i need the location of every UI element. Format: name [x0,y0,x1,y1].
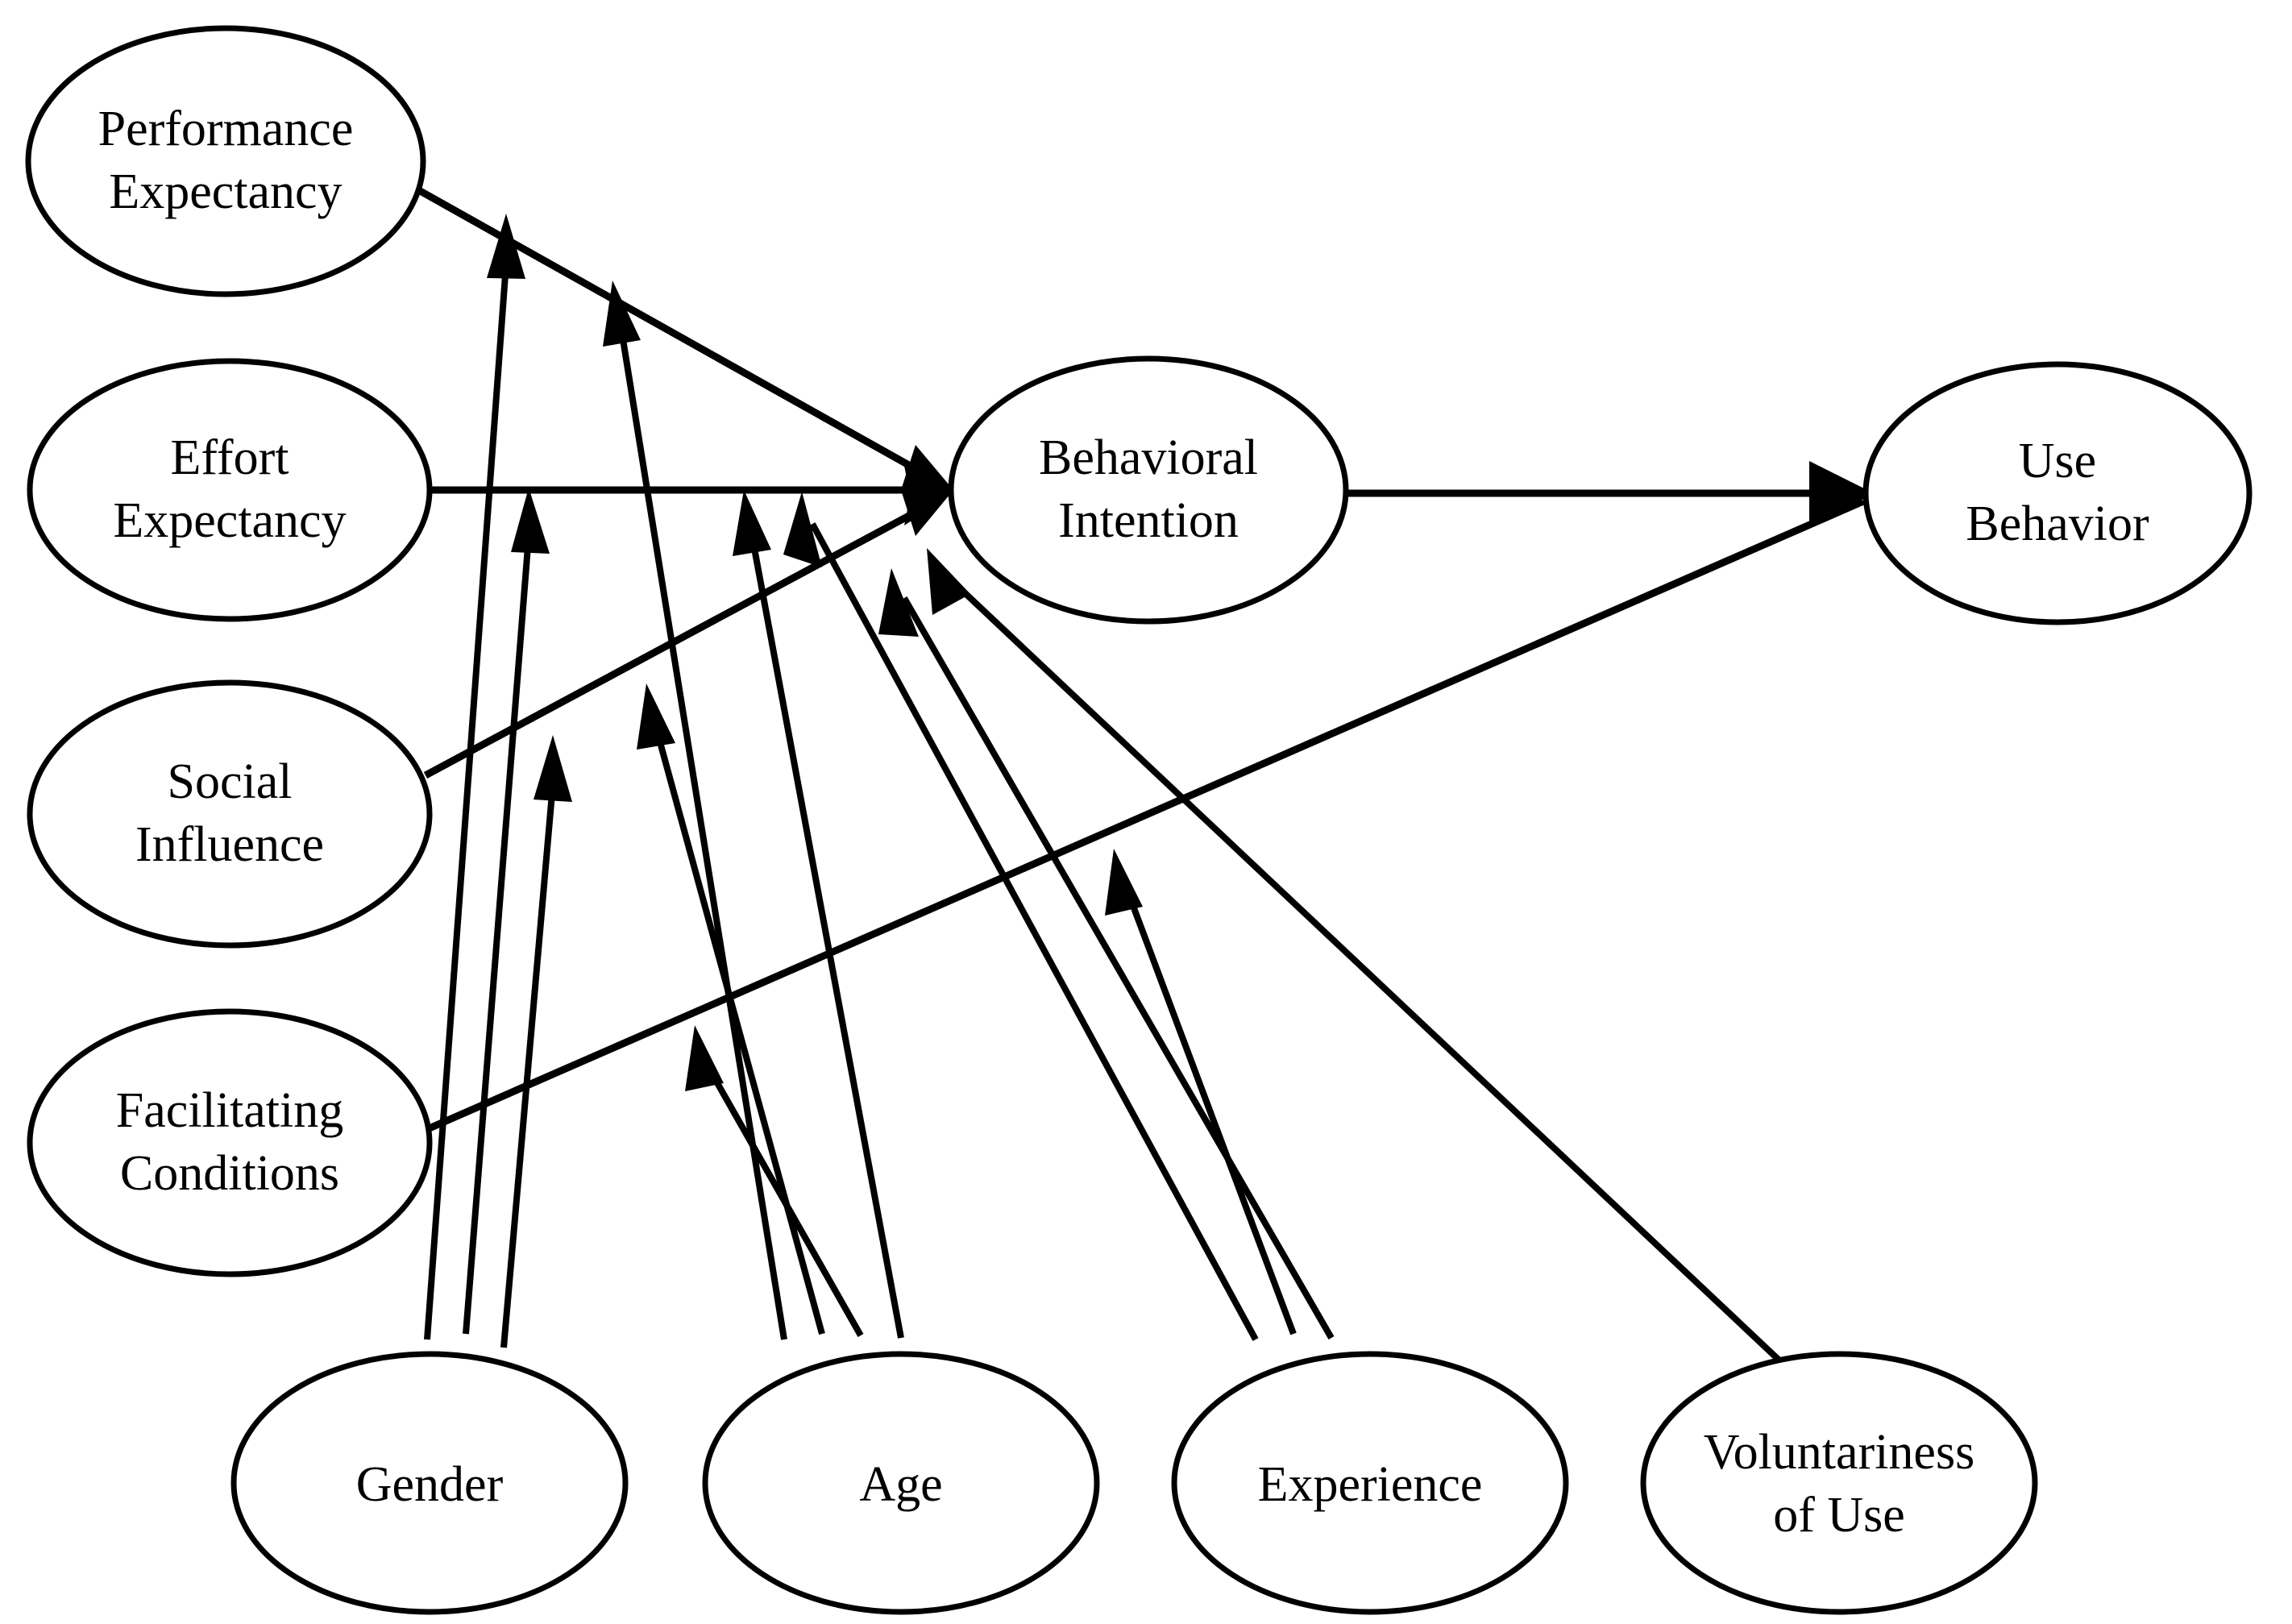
arrowhead-age-facilitating [685,1025,724,1091]
node-ellipse [1171,1351,1569,1615]
node-label-line2: Behavior [1966,496,2149,551]
node-facilitating-conditions[interactable]: Facilitating Conditions [27,1008,433,1277]
node-ellipse [1862,361,2253,625]
moderator-line-experience-intention [901,596,1335,1339]
node-age[interactable]: Age [702,1351,1100,1615]
arrowhead-age-social [637,683,675,750]
node-ellipse [27,679,433,949]
node-ellipse [702,1351,1100,1615]
node-performance-expectancy[interactable]: Performance Expectancy [25,25,426,297]
node-use-behavior[interactable]: Use Behavior [1862,361,2253,625]
arrowhead-gender-social [534,735,572,802]
moderator-line-age-performance [616,314,787,1340]
moderator-line-gender-effort [463,515,534,1335]
node-ellipse [27,358,433,622]
node-label-line1: Age [859,1457,942,1512]
node-label-line2: of Use [1773,1488,1905,1543]
moderator-line-age-facilitating [700,1056,864,1337]
moderator-path-group [424,214,1782,1363]
path-facilitating-to-behavior [424,497,1865,1134]
node-social-influence[interactable]: Social Influence [27,679,433,949]
node-ellipse [27,1008,433,1277]
node-label-line1: Effort [171,430,289,485]
node-label-line2: Expectancy [109,164,342,219]
node-voluntariness-of-use[interactable]: Voluntariness of Use [1640,1351,2038,1615]
node-ellipse [230,1351,629,1615]
node-label-line2: Intention [1058,493,1239,548]
path-performance-to-intention [401,178,941,485]
node-label-line1: Gender [356,1457,504,1512]
moderator-line-gender-social [500,765,558,1348]
node-effort-expectancy[interactable]: Effort Expectancy [27,358,433,622]
node-experience[interactable]: Experience [1171,1351,1569,1615]
node-label-line2: Influence [135,817,324,872]
arrowhead-gender-performance [487,214,525,279]
moderator-line-voluntariness-intention [942,571,1782,1363]
node-ellipse [948,355,1349,625]
arrowhead-gender-effort [511,488,550,554]
moderator-node-group: Gender Age Experience Voluntariness of U… [230,1351,2038,1615]
moderator-line-experience-effort [809,522,1259,1341]
moderator-line-gender-performance [424,241,511,1340]
node-label-line1: Social [168,754,293,809]
node-gender[interactable]: Gender [230,1351,629,1615]
node-label-line1: Behavioral [1039,430,1258,485]
arrowhead-use-behavior [1809,461,1874,528]
arrowhead-experience-facilitating [1105,849,1143,916]
node-label-line2: Expectancy [113,493,346,548]
arrowhead-performance-to-intention [903,458,953,490]
moderator-line-age-social [650,714,825,1335]
moderator-line-experience-facilitating [1120,878,1297,1335]
node-ellipse [25,25,426,297]
main-path-group [401,178,1874,1134]
arrowhead-experience-intention [878,568,919,637]
node-label-line1: Facilitating [116,1083,343,1138]
construct-node-group: Performance Expectancy Effort Expectancy… [25,25,2253,1277]
arrowhead-voluntariness-intention [927,548,970,615]
node-label-line2: Conditions [120,1146,339,1201]
node-label-line1: Performance [98,102,354,156]
node-ellipse [1640,1351,2038,1615]
node-label-line1: Use [2019,434,2096,488]
arrowhead-experience-effort [783,492,822,567]
node-behavioral-intention[interactable]: Behavioral Intention [948,355,1349,625]
arrowhead-age-intention [733,490,771,556]
moderator-line-age-intention [746,521,904,1339]
path-social-to-intention [423,496,941,779]
node-label-line1: Experience [1258,1457,1483,1512]
arrowhead-social-to-intention [904,493,953,525]
node-label-line1: Voluntariness [1704,1425,1974,1480]
